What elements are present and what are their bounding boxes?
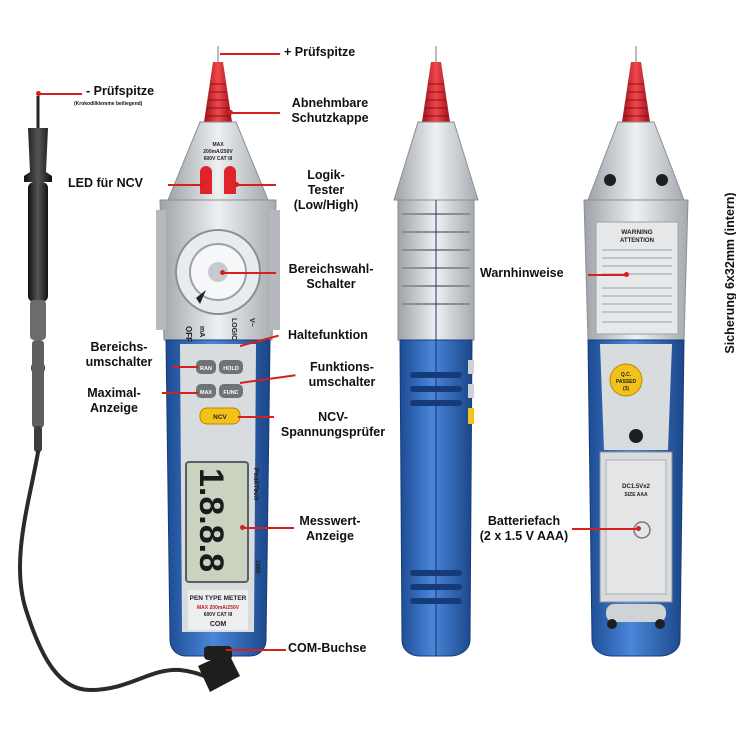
dot-led bbox=[200, 182, 205, 187]
qc-3: (3) bbox=[623, 386, 629, 392]
label-warnings: Warnhinweise bbox=[480, 266, 564, 281]
label-ncv-1: NCV- bbox=[272, 410, 394, 425]
qc-1: Q.C. bbox=[621, 372, 632, 378]
line-ncv bbox=[238, 416, 274, 418]
btn-hold-text: HOLD bbox=[223, 366, 239, 372]
label-logic-2: Tester bbox=[280, 183, 372, 198]
label-range-btn: Bereichs- umschalter bbox=[66, 340, 172, 370]
dot-value bbox=[240, 525, 245, 530]
qc-2: PASSED bbox=[616, 379, 637, 385]
label-fuse-text: Sicherung 6x32mm (intern) bbox=[723, 192, 736, 353]
lcd-digits: 1.8.8.8 bbox=[192, 468, 230, 572]
line-logic bbox=[236, 184, 276, 186]
label-led-ncv: LED für NCV bbox=[68, 176, 143, 191]
label-range-switch-2: Schalter bbox=[278, 277, 384, 292]
label-range-switch-1: Bereichswahl- bbox=[278, 262, 384, 277]
line-range-btn bbox=[172, 366, 198, 368]
line-max bbox=[162, 392, 198, 394]
label-cap-1: Abnehmbare bbox=[282, 96, 378, 111]
dot-warnings bbox=[624, 272, 629, 277]
label-func-1: Funktions- bbox=[294, 360, 390, 375]
cap-text-3: 600V CAT III bbox=[204, 156, 233, 162]
meter-side bbox=[394, 46, 478, 656]
label-max-1: Maximal- bbox=[66, 386, 162, 401]
line-com bbox=[226, 649, 286, 651]
label-logic-1: Logik- bbox=[280, 168, 372, 183]
dot-minus-tip bbox=[36, 91, 41, 96]
label-minus-tip: - Prüfspitze bbox=[86, 84, 154, 99]
dial-ma: mA bbox=[198, 326, 205, 337]
line-minus-tip bbox=[40, 93, 82, 95]
line-value bbox=[242, 527, 294, 529]
label-cap-2: Schutzkappe bbox=[282, 111, 378, 126]
label-value-2: Anzeige bbox=[290, 529, 370, 544]
label-battery: Batteriefach (2 x 1.5 V AAA) bbox=[470, 514, 578, 544]
btn-func-text: FUNC bbox=[223, 390, 238, 396]
warning-sub: ATTENTION bbox=[620, 238, 654, 244]
label-ncv: NCV- Spannungsprüfer bbox=[272, 410, 394, 440]
label-hold: Haltefunktion bbox=[288, 328, 368, 343]
bottom-rating-2: 600V CAT III bbox=[204, 612, 233, 618]
cap-text-1: MAX bbox=[212, 142, 224, 148]
line-cap bbox=[230, 112, 280, 114]
label-range-btn-2: umschalter bbox=[66, 355, 172, 370]
btn-max-text: MAX bbox=[200, 390, 213, 396]
bottom-rating-1: MAX 200mA/250V bbox=[197, 605, 240, 611]
black-probe bbox=[24, 96, 52, 452]
dial-v: V~ bbox=[248, 318, 255, 327]
label-fuse: Sicherung 6x32mm (intern) bbox=[722, 168, 736, 378]
dial-off: OFF bbox=[184, 326, 193, 342]
line-led bbox=[168, 184, 202, 186]
label-func: Funktions- umschalter bbox=[294, 360, 390, 390]
label-cap: Abnehmbare Schutzkappe bbox=[282, 96, 378, 126]
label-range-switch: Bereichswahl- Schalter bbox=[278, 262, 384, 292]
label-logic: Logik- Tester (Low/High) bbox=[280, 168, 372, 213]
dot-cap bbox=[228, 110, 233, 115]
btn-range-text: RAN bbox=[200, 366, 212, 372]
label-value: Messwert- Anzeige bbox=[290, 514, 370, 544]
label-plus-tip: + Prüfspitze bbox=[284, 45, 355, 60]
line-battery bbox=[572, 528, 638, 530]
brand-text: PeakTech bbox=[252, 468, 259, 500]
bottom-title: PEN TYPE METER bbox=[190, 595, 247, 602]
label-max: Maximal- Anzeige bbox=[66, 386, 162, 416]
model-text: 1080 bbox=[254, 560, 260, 574]
label-battery-2: (2 x 1.5 V AAA) bbox=[470, 529, 578, 544]
label-logic-3: (Low/High) bbox=[280, 198, 372, 213]
dot-logic bbox=[234, 182, 239, 187]
label-battery-1: Batteriefach bbox=[470, 514, 578, 529]
dot-range-switch bbox=[220, 270, 225, 275]
line-range-switch bbox=[222, 272, 276, 274]
dot-battery bbox=[636, 526, 641, 531]
label-ncv-2: Spannungsprüfer bbox=[272, 425, 394, 440]
label-range-btn-1: Bereichs- bbox=[66, 340, 172, 355]
label-value-1: Messwert- bbox=[290, 514, 370, 529]
label-max-2: Anzeige bbox=[66, 401, 162, 416]
btn-ncv-text: NCV bbox=[213, 414, 227, 421]
label-com: COM-Buchse bbox=[288, 641, 366, 656]
dial-logic: LOGIC bbox=[230, 318, 237, 340]
label-minus-tip-note: (Krokodilklemme beiliegend) bbox=[74, 101, 142, 107]
battery-size: SIZE AAA bbox=[624, 492, 648, 498]
line-warnings bbox=[588, 274, 626, 276]
label-func-2: umschalter bbox=[294, 375, 390, 390]
cap-text-2: 200mA/250V bbox=[203, 149, 233, 155]
meter-back bbox=[584, 46, 688, 656]
battery-spec: DC1.5Vx2 bbox=[622, 484, 650, 490]
warning-title: WARNING bbox=[621, 229, 652, 236]
bottom-com: COM bbox=[210, 621, 227, 628]
line-plus-tip bbox=[220, 53, 280, 55]
